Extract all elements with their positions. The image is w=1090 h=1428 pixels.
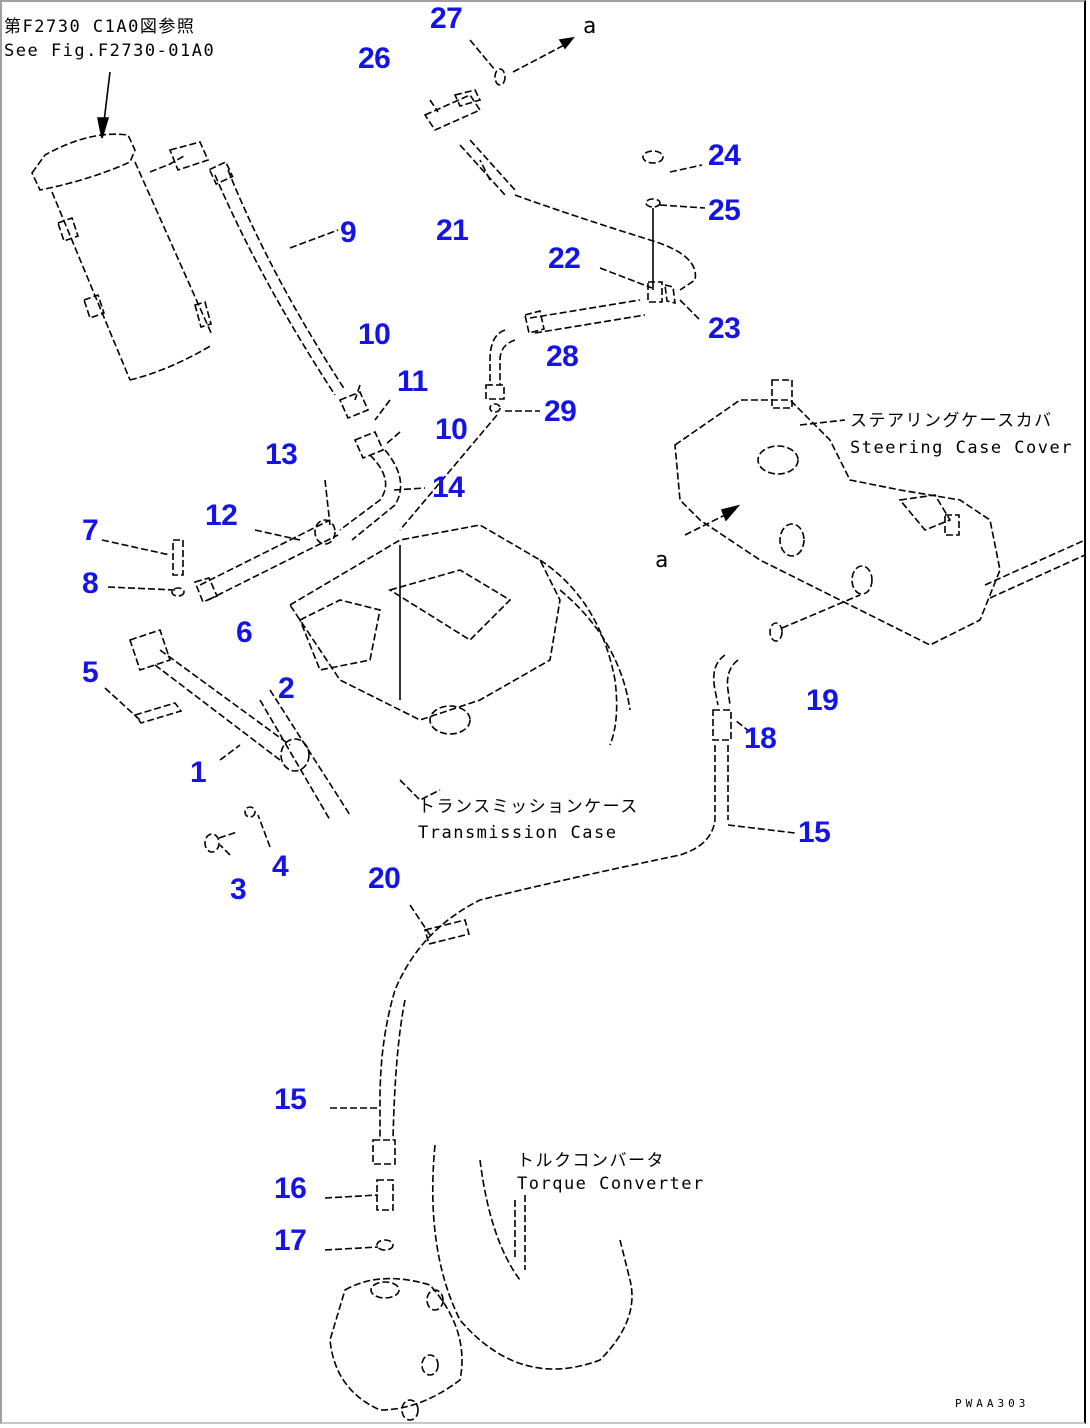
callout-15a[interactable]: 15 <box>798 816 831 849</box>
callout-12[interactable]: 12 <box>205 499 238 532</box>
callout-28[interactable]: 28 <box>546 340 579 373</box>
pipe-1 <box>128 628 310 853</box>
callout-20[interactable]: 20 <box>368 862 401 895</box>
elbow-18 <box>712 594 861 741</box>
callout-14[interactable]: 14 <box>432 471 465 504</box>
connection-ref-upper: a <box>583 14 597 39</box>
torque-converter-label-jp: トルクコンバータ <box>517 1151 665 1171</box>
hose-28 <box>524 299 646 334</box>
drawing-code: PWAA303 <box>955 1397 1030 1410</box>
callout-29[interactable]: 29 <box>544 395 577 428</box>
callout-9[interactable]: 9 <box>340 216 357 249</box>
callout-3[interactable]: 3 <box>230 873 247 906</box>
reference-arrow <box>97 71 111 139</box>
callout-13[interactable]: 13 <box>265 438 298 471</box>
leader-lines <box>101 99 846 1251</box>
callout-24[interactable]: 24 <box>708 139 741 172</box>
transmission-case-label-jp: トランスミッションケース <box>418 797 639 817</box>
steering-case-cover-label-en: Steering Case Cover <box>850 438 1073 458</box>
torque-converter <box>329 1144 633 1421</box>
clamp-22-23 <box>647 281 676 305</box>
steering-case-cover <box>674 379 1086 646</box>
callout-16[interactable]: 16 <box>274 1172 307 1205</box>
callout-15b[interactable]: 15 <box>274 1083 307 1116</box>
connection-arrow-a-lower <box>684 504 741 536</box>
steering-case-cover-label-jp: ステアリングケースカバ <box>850 411 1053 431</box>
transmission-case-label-en: Transmission Case <box>418 823 618 843</box>
see-fig-reference-jp: 第F2730 C1A0図参照 <box>4 17 196 37</box>
callout-6[interactable]: 6 <box>236 616 253 649</box>
callout-8[interactable]: 8 <box>82 567 99 600</box>
callout-2[interactable]: 2 <box>278 672 295 705</box>
callout-23[interactable]: 23 <box>708 312 741 345</box>
callout-26[interactable]: 26 <box>358 42 391 75</box>
callout-11[interactable]: 11 <box>397 365 428 398</box>
fitting-26 <box>423 89 482 132</box>
connection-ref-lower: a <box>655 548 669 573</box>
callout-4[interactable]: 4 <box>272 850 289 883</box>
hose-15-20 <box>372 745 729 1165</box>
hose-21 <box>459 139 697 291</box>
callout-1[interactable]: 1 <box>190 756 207 789</box>
elbow-29 <box>399 329 516 531</box>
filter-canister <box>31 133 213 381</box>
callout-7[interactable]: 7 <box>82 514 99 547</box>
callout-22[interactable]: 22 <box>548 242 581 275</box>
oring-27 <box>469 36 575 86</box>
callout-25[interactable]: 25 <box>708 194 741 227</box>
hose-9 <box>208 160 346 396</box>
bolt-7 <box>171 539 185 597</box>
callout-17[interactable]: 17 <box>274 1224 307 1257</box>
bolt-24-25 <box>642 150 664 290</box>
hose-14 <box>338 390 402 541</box>
callout-27[interactable]: 27 <box>430 2 463 35</box>
hose-12 <box>193 519 339 604</box>
transmission-case <box>259 524 631 821</box>
callout-19[interactable]: 19 <box>806 684 839 717</box>
callout-10b[interactable]: 10 <box>435 413 468 446</box>
callout-21[interactable]: 21 <box>436 214 469 247</box>
callout-5[interactable]: 5 <box>82 656 99 689</box>
torque-converter-label-en: Torque Converter <box>517 1174 705 1194</box>
fitting-16-17 <box>376 1179 394 1251</box>
callout-10a[interactable]: 10 <box>358 318 391 351</box>
see-fig-reference-en: See Fig.F2730-01A0 <box>4 41 216 61</box>
callout-18[interactable]: 18 <box>744 722 777 755</box>
